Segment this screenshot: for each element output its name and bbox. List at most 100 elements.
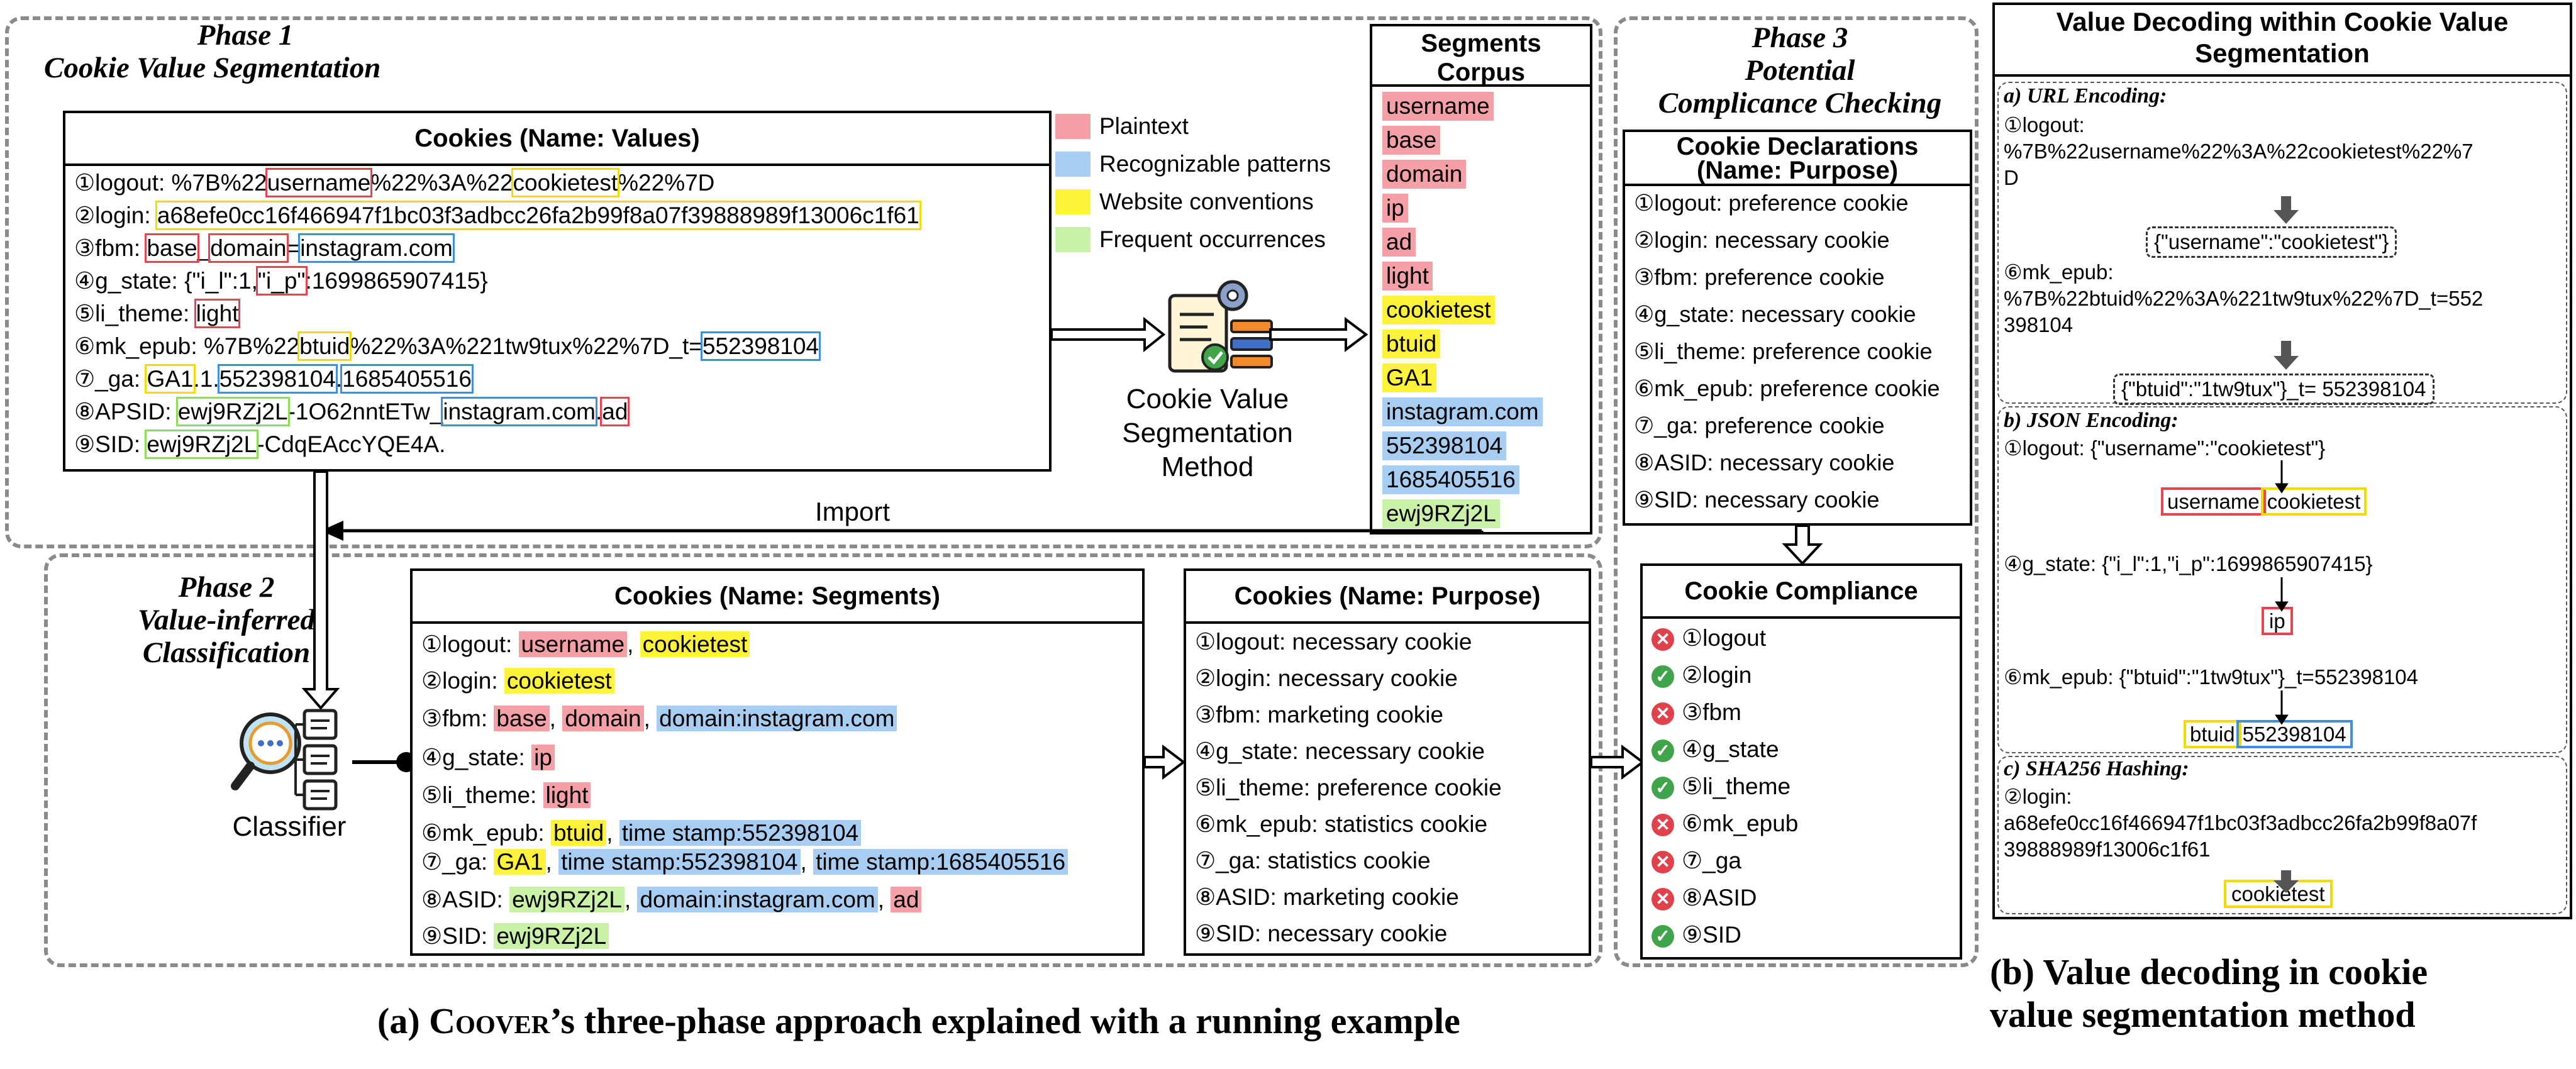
classifier-label: Classifier xyxy=(232,811,347,842)
corpus-segment: domain xyxy=(1382,160,1467,189)
segment-row: ⑥mk_epub: btuid, time stamp:552398104 xyxy=(421,819,862,848)
json-mk: ⑥mk_epub: {"btuid":"1tw9tux"}_t=55239810… xyxy=(2004,665,2419,689)
phase1-region xyxy=(5,16,1602,548)
cross-icon: ✕ xyxy=(1652,628,1674,651)
sha-login-result: cookietest xyxy=(2224,880,2333,908)
cookie-compliance-box: Cookie Compliance ✕①logout✓②login✕③fbm✓④… xyxy=(1640,563,1962,960)
segment-row: ④g_state: ip xyxy=(421,743,555,772)
phase2-title: Phase 2 Value-inferred Classification xyxy=(107,571,346,669)
phase2-title-line2: Value-inferred xyxy=(138,604,315,636)
cookie-declarations-box: Cookie Declarations (Name: Purpose) ①log… xyxy=(1623,130,1972,526)
phase1-title: Phase 1 Cookie Value Segmentation xyxy=(44,19,447,84)
purpose-row: ①logout: necessary cookie xyxy=(1195,629,1472,655)
cookie-purpose-box: Cookies (Name: Purpose) ①logout: necessa… xyxy=(1184,568,1591,956)
phase2-title-line1: Phase 2 xyxy=(178,571,275,604)
value-row: ⑨SID: ewj9RZj2L-CdqEAccYQE4A. xyxy=(74,429,446,459)
declaration-row: ③fbm: preference cookie xyxy=(1634,264,1885,290)
compliance-row: ✓②login xyxy=(1652,661,1752,690)
compliance-cookie-name: ④g_state xyxy=(1682,736,1779,762)
url-mk-decoded: {"btuid":"1tw9tux"}_t= 552398104 xyxy=(2113,374,2434,405)
url-logout-decoded: {"username":"cookietest"} xyxy=(2146,226,2397,258)
cookie-segments-box: Cookies (Name: Segments) ①logout: userna… xyxy=(410,568,1145,956)
purpose-row: ②login: necessary cookie xyxy=(1195,665,1458,691)
json-encoding-section xyxy=(1997,406,2567,753)
value-row: ①logout: %7B%22username%22%3A%22cookiete… xyxy=(74,168,715,197)
corpus-segment: 552398104 xyxy=(1382,431,1507,460)
compliance-cookie-name: ⑦_ga xyxy=(1682,848,1741,873)
compliance-row: ✓⑤li_theme xyxy=(1652,772,1790,801)
caption-b: (b) Value decoding in cookie value segme… xyxy=(1990,951,2428,1035)
sha-hashing-heading: c) SHA256 Hashing: xyxy=(2004,757,2189,780)
arrow-down-3 xyxy=(2273,870,2299,893)
compliance-cookie-name: ⑧ASID xyxy=(1682,885,1757,911)
declaration-row: ⑧ASID: necessary cookie xyxy=(1634,450,1895,475)
corpus-segment: 1685405516 xyxy=(1382,465,1519,494)
arrow-down-2 xyxy=(2273,341,2299,370)
check-icon: ✓ xyxy=(1652,739,1674,763)
compliance-row: ✓⑨SID xyxy=(1652,921,1741,950)
segmentation-method-icon xyxy=(1168,280,1273,373)
compliance-row: ✕⑦_ga xyxy=(1652,846,1741,875)
compliance-row: ✕③fbm xyxy=(1652,698,1741,727)
phase1-title-line2: Cookie Value Segmentation xyxy=(44,52,381,84)
arrow-values-to-method xyxy=(1050,316,1166,353)
corpus-segment: ip xyxy=(1382,194,1408,223)
segment-row: ⑦_ga: GA1, time stamp:552398104, time st… xyxy=(421,848,1069,877)
corpus-segment: light xyxy=(1382,262,1433,291)
cookie-purpose-title: Cookies (Name: Purpose) xyxy=(1186,571,1589,624)
url-encoding-heading: a) URL Encoding: xyxy=(2004,84,2167,108)
compliance-row: ✕ ①logout xyxy=(1652,624,1766,653)
sha-login: ②login: a68efe0cc16f466947f1bc03f3adbcc2… xyxy=(2004,785,2477,861)
declaration-row: ①logout: preference cookie xyxy=(1634,190,1909,216)
segment-row: ①logout: username, cookietest xyxy=(421,630,750,659)
purpose-row: ⑤li_theme: preference cookie xyxy=(1195,775,1502,800)
cookie-segments-title: Cookies (Name: Segments) xyxy=(413,571,1142,624)
arrow-down-1 xyxy=(2273,196,2299,224)
corpus-segment: cookietest xyxy=(1382,296,1495,324)
decoding-title-divider xyxy=(1992,74,2572,77)
import-label: Import xyxy=(815,497,891,526)
arrow-segments-to-purpose xyxy=(1143,745,1186,780)
json-logout: ①logout: {"username":"cookietest"} xyxy=(2004,436,2326,460)
declaration-row: ⑨SID: necessary cookie xyxy=(1634,487,1880,512)
phase2-title-line3: Classification xyxy=(142,636,311,669)
purpose-row: ③fbm: marketing cookie xyxy=(1195,702,1444,728)
json-encoding-heading: b) JSON Encoding: xyxy=(2004,409,2179,432)
value-row: ⑦_ga: GA1.1.552398104.1685405516 xyxy=(74,364,474,394)
purpose-row: ⑥mk_epub: statistics cookie xyxy=(1195,811,1488,837)
declaration-row: ⑤li_theme: preference cookie xyxy=(1634,338,1933,364)
declaration-row: ④g_state: necessary cookie xyxy=(1634,301,1916,327)
segments-corpus-title: Segments Corpus xyxy=(1372,26,1590,87)
purpose-row: ⑧ASID: marketing cookie xyxy=(1195,884,1459,910)
compliance-cookie-name: ②login xyxy=(1682,662,1752,688)
phase3-title-line3: Complicance Checking xyxy=(1658,87,1942,119)
purpose-row: ④g_state: necessary cookie xyxy=(1195,738,1485,764)
compliance-cookie-name: ③fbm xyxy=(1682,699,1741,725)
value-row: ⑤li_theme: light xyxy=(74,299,241,328)
compliance-row: ✕⑥mk_epub xyxy=(1652,809,1798,838)
json-gstate: ④g_state: {"i_l":1,"i_p":1699865907415} xyxy=(2004,552,2373,575)
classifier-icon xyxy=(231,709,338,811)
legend-swatch xyxy=(1055,227,1091,252)
corpus-segment: ewj9RZj2L xyxy=(1382,499,1500,528)
purpose-row: ⑨SID: necessary cookie xyxy=(1195,921,1448,946)
segment-row: ③fbm: base, domain, domain:instagram.com xyxy=(421,704,897,733)
legend-swatch xyxy=(1055,114,1091,139)
purpose-row: ⑦_ga: statistics cookie xyxy=(1195,848,1431,873)
check-icon: ✓ xyxy=(1652,925,1674,948)
arrow-declarations-to-compliance xyxy=(1782,524,1823,565)
import-arrowhead xyxy=(321,521,343,541)
cross-icon: ✕ xyxy=(1652,888,1674,911)
json-gstate-segment: ip xyxy=(2262,607,2293,635)
corpus-segment: btuid xyxy=(1382,330,1441,358)
compliance-cookie-name: ⑤li_theme xyxy=(1682,773,1791,799)
value-row: ③fbm: base_domain=instagram.com xyxy=(74,233,455,263)
corpus-segment: base xyxy=(1382,126,1441,155)
declaration-row: ⑦_ga: preference cookie xyxy=(1634,413,1885,438)
corpus-segment: username xyxy=(1382,92,1494,121)
compliance-cookie-name: ①logout xyxy=(1682,625,1766,651)
legend-conventions: Website conventions xyxy=(1055,189,1314,215)
